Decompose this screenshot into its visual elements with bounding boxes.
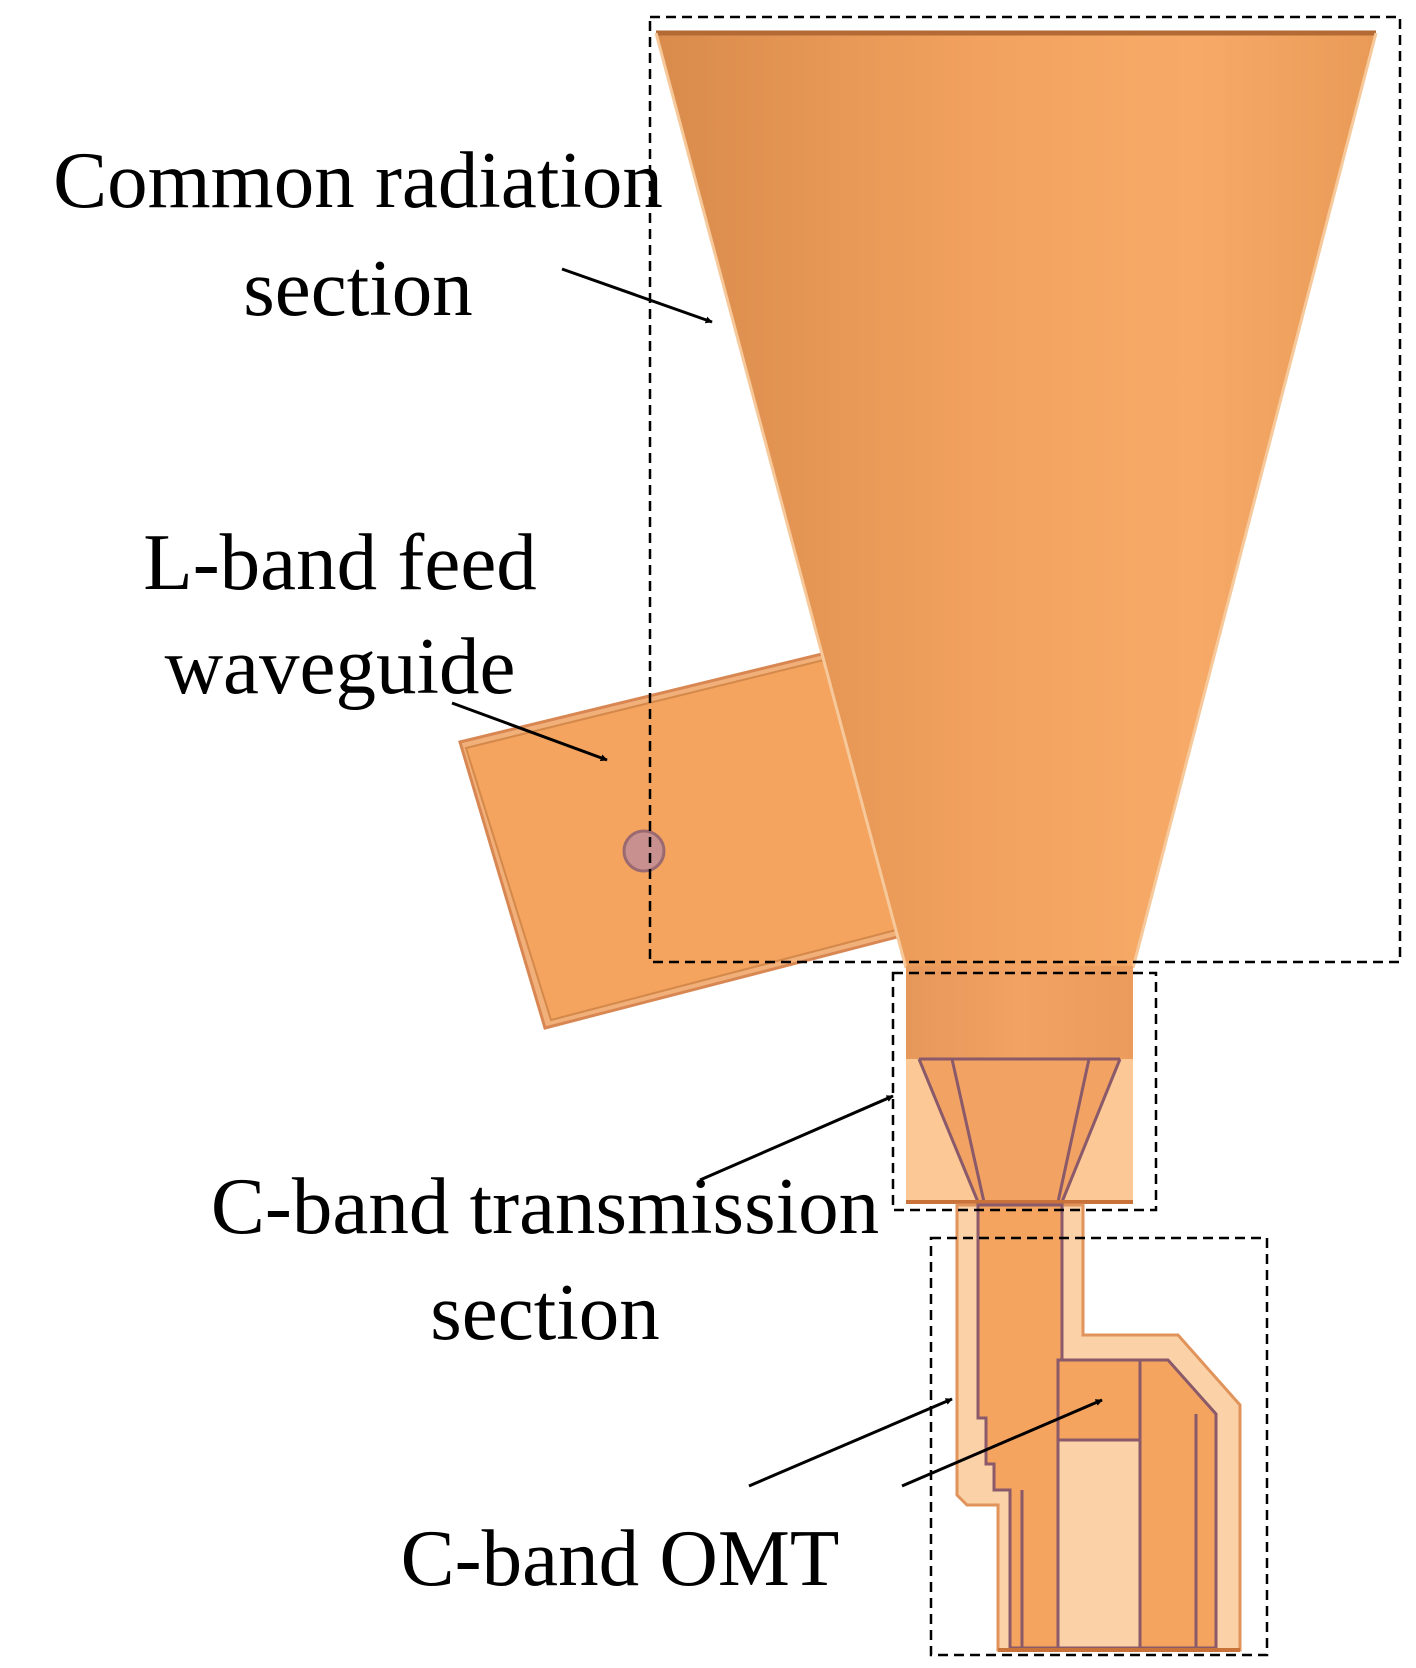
c-band-transmission-label-line2: section [430,1267,660,1357]
l-band-feed-label-line2: waveguide [164,621,516,711]
c-band-omt [955,1203,1242,1652]
common-radiation-cone [654,30,1378,969]
arrow-l-band-feed [451,701,608,762]
arrow-c-band-transmission [699,1094,894,1182]
common-radiation-frame [648,15,1402,964]
arrow-c-band-omt-right [901,1398,1103,1488]
c-band-transmission-frame [891,971,1158,1212]
arrow-common-radiation [561,267,713,324]
c-band-transmission-section [906,966,1133,1204]
coax-port [622,829,666,873]
l-band-feed-label-line1: L-band feed [143,517,537,607]
common-radiation-label-line2: section [243,243,473,333]
arrow-c-band-omt-left [748,1397,953,1488]
c-band-omt-label: C-band OMT [400,1513,840,1603]
c-band-omt-frame [929,1236,1269,1657]
c-band-transmission-label-line1: C-band transmission [210,1161,880,1251]
common-radiation-label-line1: Common radiation [53,135,663,225]
